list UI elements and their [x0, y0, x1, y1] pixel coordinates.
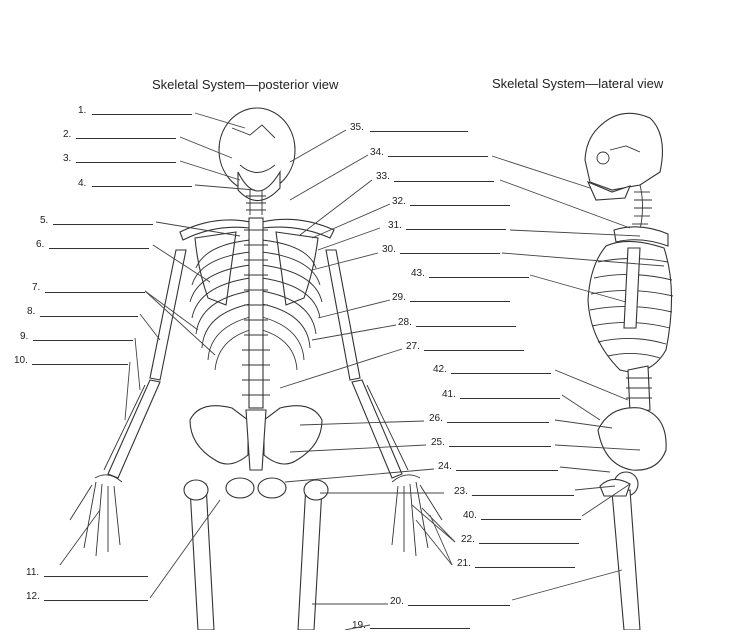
- posterior-vertebral-column: [242, 217, 270, 409]
- posterior-right-forearm: [351, 379, 403, 479]
- label-28: 28.: [398, 317, 412, 328]
- label-4: 4.: [78, 178, 87, 189]
- posterior-left-humerus: [149, 249, 187, 381]
- lateral-cervical-spine: [632, 184, 652, 231]
- posterior-right-femur: [297, 483, 323, 630]
- posterior-right-scapula: [275, 231, 319, 306]
- answer-blank-31[interactable]: [406, 229, 506, 230]
- label-30: 30.: [382, 244, 396, 255]
- answer-blank-10[interactable]: [32, 364, 128, 365]
- lateral-jaw: [586, 180, 631, 201]
- posterior-sacrum: [245, 409, 267, 471]
- answer-blank-30[interactable]: [400, 253, 500, 254]
- answer-blank-34[interactable]: [388, 156, 488, 157]
- posterior-left-hand: [69, 474, 123, 557]
- answer-blank-3[interactable]: [76, 162, 176, 163]
- posterior-right-humerus: [325, 249, 361, 381]
- label-32: 32.: [392, 196, 406, 207]
- posterior-view-title: Skeletal System—posterior view: [152, 77, 339, 92]
- leader-lines: [59, 112, 665, 630]
- label-2: 2.: [63, 129, 72, 140]
- label-31: 31.: [388, 220, 402, 231]
- answer-blank-21[interactable]: [475, 567, 575, 568]
- lateral-shoulder: [613, 226, 669, 247]
- label-6: 6.: [36, 239, 45, 250]
- answer-blank-43[interactable]: [429, 277, 529, 278]
- label-27: 27.: [406, 341, 420, 352]
- label-41: 41.: [442, 389, 456, 400]
- label-3: 3.: [63, 153, 72, 164]
- answer-blank-33[interactable]: [394, 181, 494, 182]
- lateral-pelvis: [597, 407, 667, 471]
- posterior-pelvis: [189, 405, 249, 465]
- label-25: 25.: [431, 437, 445, 448]
- lateral-humerus: [623, 247, 641, 329]
- label-43: 43.: [411, 268, 425, 279]
- answer-blank-26[interactable]: [447, 422, 549, 423]
- label-10: 10.: [14, 355, 28, 366]
- label-20: 20.: [390, 596, 404, 607]
- answer-blank-19[interactable]: [370, 628, 470, 629]
- answer-blank-29[interactable]: [410, 301, 510, 302]
- label-9: 9.: [20, 331, 29, 342]
- lateral-skeleton: [584, 112, 674, 630]
- label-22: 22.: [461, 534, 475, 545]
- label-35: 35.: [350, 122, 364, 133]
- answer-blank-32[interactable]: [410, 205, 510, 206]
- answer-blank-41[interactable]: [460, 398, 560, 399]
- label-34: 34.: [370, 147, 384, 158]
- posterior-cervical-spine: [249, 190, 263, 215]
- label-29: 29.: [392, 292, 406, 303]
- lateral-view-title: Skeletal System—lateral view: [492, 76, 664, 91]
- answer-blank-27[interactable]: [424, 350, 524, 351]
- label-7: 7.: [32, 282, 41, 293]
- answer-blank-35[interactable]: [370, 131, 468, 132]
- posterior-skull: [218, 107, 296, 193]
- posterior-left-forearm: [107, 379, 161, 479]
- posterior-left-scapula: [194, 231, 237, 306]
- answer-blank-4[interactable]: [92, 186, 192, 187]
- answer-blank-25[interactable]: [449, 446, 551, 447]
- label-23: 23.: [454, 486, 468, 497]
- label-12: 12.: [26, 591, 40, 602]
- posterior-skeleton: [69, 107, 443, 630]
- label-11: 11.: [26, 567, 40, 578]
- lateral-femur: [611, 489, 641, 630]
- label-42: 42.: [433, 364, 447, 375]
- posterior-rib-cage: [189, 239, 323, 371]
- answer-blank-7[interactable]: [45, 292, 145, 293]
- label-24: 24.: [438, 461, 452, 472]
- answer-blank-24[interactable]: [456, 470, 558, 471]
- answer-blank-6[interactable]: [49, 248, 149, 249]
- lateral-skull: [584, 112, 663, 191]
- answer-blank-8[interactable]: [40, 316, 138, 317]
- answer-blank-28[interactable]: [416, 326, 516, 327]
- label-5: 5.: [40, 215, 49, 226]
- label-21: 21.: [457, 558, 471, 569]
- label-26: 26.: [429, 413, 443, 424]
- label-1: 1.: [78, 105, 87, 116]
- answer-blank-23[interactable]: [472, 495, 574, 496]
- answer-blank-20[interactable]: [408, 605, 510, 606]
- posterior-mandible: [237, 170, 281, 202]
- answer-blank-22[interactable]: [479, 543, 579, 544]
- label-19: 19.: [352, 620, 366, 631]
- answer-blank-2[interactable]: [76, 138, 176, 139]
- posterior-left-femur: [189, 483, 215, 630]
- answer-blank-11[interactable]: [44, 576, 148, 577]
- answer-blank-40[interactable]: [481, 519, 581, 520]
- answer-blank-12[interactable]: [44, 600, 148, 601]
- label-33: 33.: [376, 171, 390, 182]
- answer-blank-9[interactable]: [33, 340, 133, 341]
- answer-blank-5[interactable]: [53, 224, 153, 225]
- lateral-lumbar-spine: [626, 365, 652, 413]
- label-8: 8.: [27, 306, 36, 317]
- label-40: 40.: [463, 510, 477, 521]
- answer-blank-1[interactable]: [92, 114, 192, 115]
- answer-blank-42[interactable]: [451, 373, 551, 374]
